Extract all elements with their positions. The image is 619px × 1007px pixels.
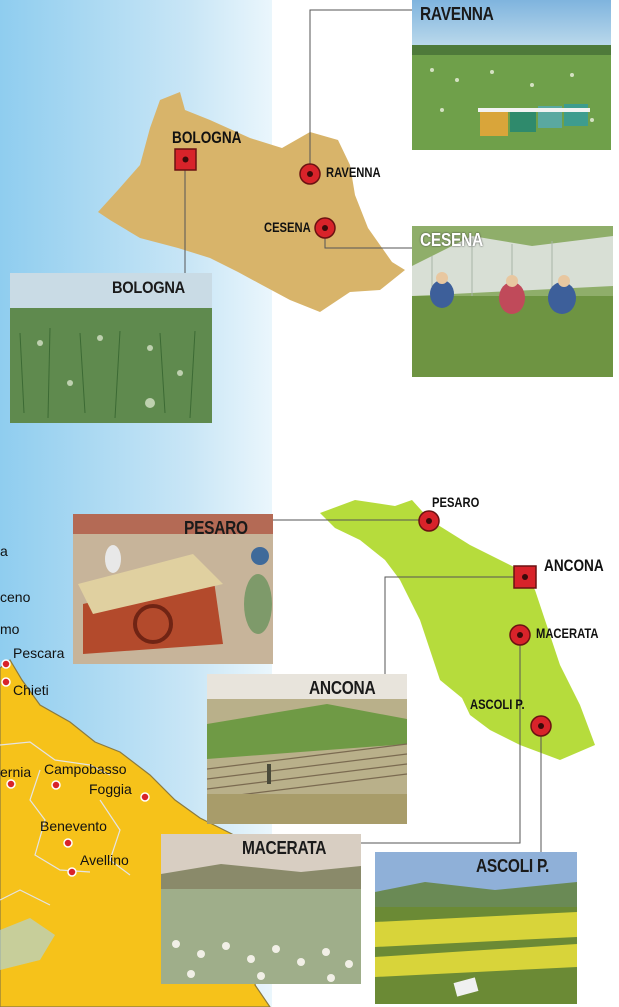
label-bologna: BOLOGNA: [172, 128, 242, 147]
label-ravenna: RAVENNA: [326, 164, 381, 180]
photo-pesaro: [73, 514, 273, 664]
partial-label-mo: mo: [0, 621, 20, 637]
photo-bologna: [10, 273, 212, 423]
caption-ascoli-photo: ASCOLI P.: [476, 856, 550, 876]
label-benevento: Benevento: [40, 818, 107, 834]
caption-bologna-photo: BOLOGNA: [112, 278, 185, 297]
photo-cesena: [412, 226, 613, 377]
caption-pesaro: PESARO: [184, 518, 248, 538]
label-ancona: ANCONA: [544, 556, 604, 575]
partial-label-ceno: ceno: [0, 589, 31, 605]
photo-ascoli: [375, 852, 577, 1004]
partial-label-ernia: ernia: [0, 764, 32, 780]
partial-label-a: a: [0, 543, 8, 559]
marker-bologna: [174, 148, 197, 171]
caption-ancona-photo: ANCONA: [309, 678, 376, 698]
marker-pesaro: [418, 510, 440, 532]
connector-lines: [184, 9, 542, 855]
photo-ancona: [207, 674, 407, 824]
label-chieti: Chieti: [13, 682, 49, 698]
label-foggia: Foggia: [89, 781, 132, 797]
label-cesena: CESENA: [264, 219, 311, 235]
marker-cesena: [314, 217, 336, 239]
town-dots: [1, 659, 150, 877]
photo-ravenna: [412, 0, 611, 150]
caption-macerata: MACERATA: [242, 838, 327, 858]
caption-cesena: CESENA: [420, 230, 483, 250]
label-ascoli: ASCOLI P.: [470, 696, 525, 712]
label-campobasso: Campobasso: [44, 761, 127, 777]
photo-macerata: [161, 834, 361, 984]
marche-region: [320, 500, 595, 760]
marker-ancona: [513, 565, 537, 589]
caption-ravenna: RAVENNA: [420, 4, 494, 24]
label-pesaro: PESARO: [432, 494, 480, 510]
label-pescara: Pescara: [13, 645, 65, 661]
marker-ravenna: [299, 163, 321, 185]
marker-macerata: [509, 624, 531, 646]
emilia-romagna-region: [98, 92, 405, 312]
marker-ascoli: [530, 715, 552, 737]
label-macerata: MACERATA: [536, 625, 599, 641]
label-avellino: Avellino: [80, 852, 129, 868]
